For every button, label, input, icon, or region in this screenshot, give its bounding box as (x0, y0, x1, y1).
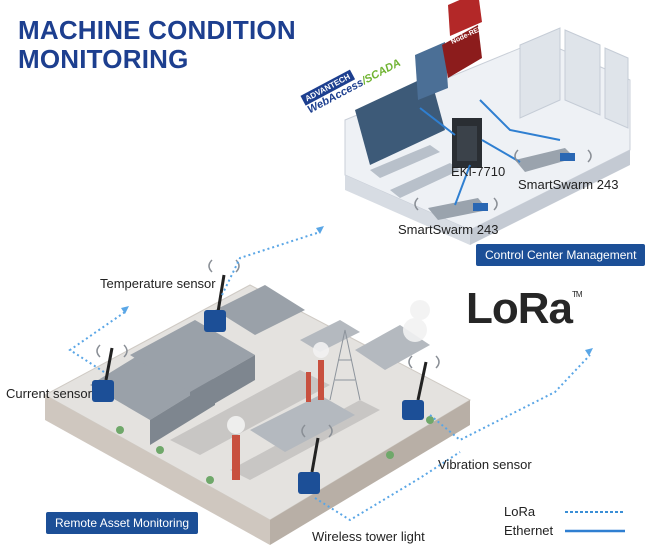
node-red-sign (442, 25, 482, 78)
wireless-tower-light-label: Wireless tower light (312, 529, 425, 544)
smartswarm-device-a (515, 148, 575, 172)
lora-arrows (121, 226, 593, 356)
remote-asset-badge: Remote Asset Monitoring (46, 512, 199, 534)
title-line-2: MONITORING (18, 44, 189, 74)
vibration-sensor-device (402, 361, 428, 420)
lora-links (68, 231, 591, 522)
title-line-1: MACHINE CONDITION (18, 15, 296, 45)
eki-label: EKI-7710 (451, 164, 506, 179)
current-sensor-device (92, 347, 114, 402)
legend-lora-label: LoRa (504, 504, 536, 519)
temperature-sensor-device (204, 274, 226, 332)
current-sensor-label: Current sensor (6, 386, 92, 401)
factory-buildings (90, 285, 434, 484)
smartswarm-label-b: SmartSwarm 243 (398, 222, 499, 237)
control-center-badge: Control Center Management (476, 244, 646, 266)
vibration-sensor-label: Vibration sensor (438, 457, 532, 472)
temperature-sensor-label: Temperature sensor (100, 276, 216, 291)
legend (565, 511, 625, 533)
lora-logo: LoRaTM (466, 284, 583, 333)
wireless-tower-light-device (298, 437, 320, 494)
smartswarm-device-b (428, 198, 488, 220)
legend-ethernet-label: Ethernet (504, 523, 554, 538)
wireless-waves (96, 149, 592, 438)
smartswarm-label-a: SmartSwarm 243 (518, 177, 619, 192)
page-title: MACHINE CONDITION MONITORING (18, 16, 296, 74)
control-center-room (344, 27, 631, 245)
